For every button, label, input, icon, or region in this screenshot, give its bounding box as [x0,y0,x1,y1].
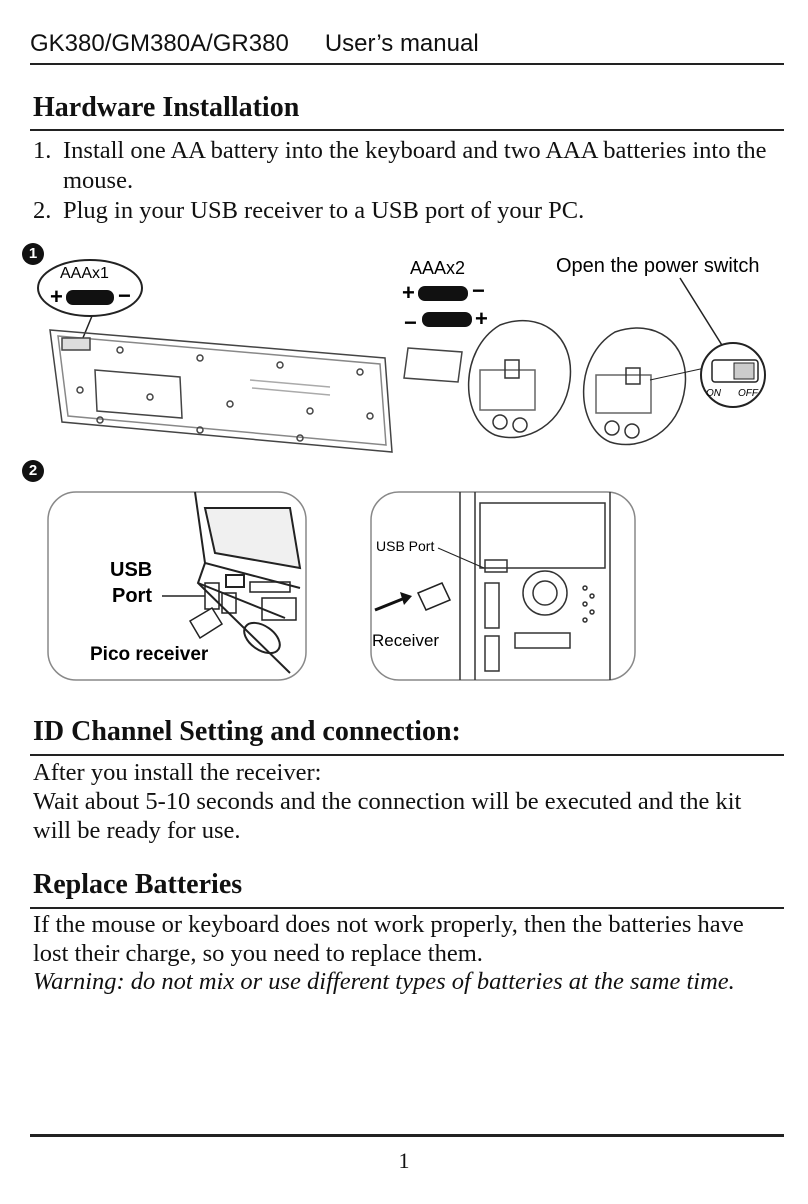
receiver-icon [416,582,452,611]
svg-text:−: − [404,310,417,335]
usb-label: USB [110,559,152,581]
receiver-label: Receiver [372,631,439,650]
svg-text:OFF: OFF [738,388,759,399]
desktop-tower-illustration [459,492,611,680]
battery-installation-figure: AAAx1 + − AAAx2 + − − + Open the power s… [37,255,766,453]
insert-arrow-icon [400,592,412,605]
install-step: 1.Install one AA battery into the keyboa… [33,137,767,194]
power-switch-label: Open the power switch [556,255,759,277]
manual-title: User’s manual [324,30,479,57]
svg-text:+: + [475,306,488,331]
battery-cover [403,347,463,383]
keyboard-underside [49,329,393,453]
battery-callout [37,259,143,317]
model-name: GK380/GM380A/GR380 [30,30,289,57]
svg-text:−: − [118,283,131,308]
power-switch-toggle [733,362,755,380]
svg-text:+: + [402,280,415,305]
section-heading-hardware: Hardware Installation [33,92,300,123]
install-steps: 1.Install one AA battery into the keyboa… [33,136,778,226]
replace-batteries-body: If the mouse or keyboard does not work p… [33,911,744,967]
desktop-panel [370,491,636,681]
svg-text:ON: ON [706,388,722,399]
usb-port-label: USB Port [376,538,434,554]
mouse-underside [582,327,687,446]
receiver-installation-figure: USB Port Pico receiver USB Port Receiver [47,491,636,681]
battery-warning: Warning: do not mix or use different typ… [33,968,735,995]
keyboard-battery-label: AAAx1 [60,265,109,282]
footer-rule [30,1134,784,1137]
section-rule [30,129,784,131]
id-channel-body: Wait about 5-10 seconds and the connecti… [33,788,742,844]
figure-badge-1: 1 [22,243,44,265]
port-label: Port [112,585,152,607]
svg-text:−: − [472,278,485,303]
id-channel-intro: After you install the receiver: [33,759,322,786]
battery-icon [418,286,468,301]
section-heading-replace-batteries: Replace Batteries [33,869,243,900]
mouse-underside [467,319,572,439]
header-rule [30,63,784,65]
section-rule [30,907,784,909]
pico-receiver-icon [188,606,224,640]
mouse-battery-label: AAAx2 [410,258,465,278]
laptop-illustration [194,491,302,674]
svg-text:+: + [50,284,63,309]
page-number: 1 [398,1148,410,1173]
install-step: 2.Plug in your USB receiver to a USB por… [33,197,585,224]
battery-icon [422,312,472,327]
document-header: GK380/GM380A/GR380 User’s manual [30,30,479,58]
section-heading-id-channel: ID Channel Setting and connection: [33,716,461,747]
figure-badge-2: 2 [22,460,44,482]
battery-icon [66,290,114,305]
section-rule [30,754,784,756]
pico-receiver-label: Pico receiver [90,644,209,665]
